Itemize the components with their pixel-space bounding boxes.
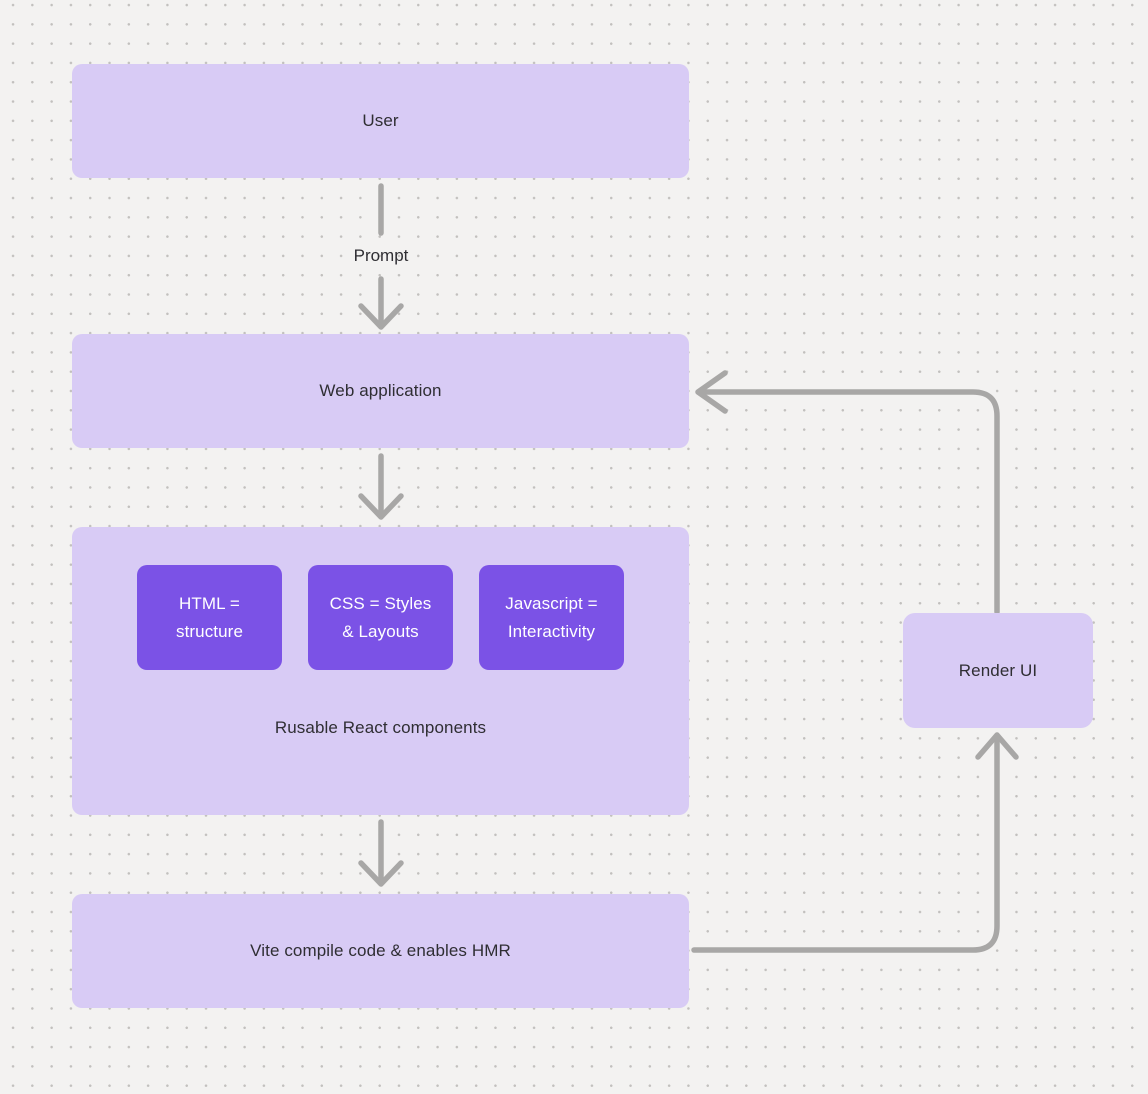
edge-segment <box>700 389 1000 615</box>
chip-css-line1: CSS = Styles <box>329 593 432 613</box>
chip-javascript[interactable]: Javascript = Interactivity <box>479 565 624 670</box>
node-render-ui-label: Render UI <box>958 660 1038 680</box>
node-components-group[interactable]: HTML = structure CSS = Styles & Layouts … <box>72 527 689 815</box>
node-vite-label: Vite compile code & enables HMR <box>250 941 511 960</box>
arrowhead-left-icon <box>695 370 728 414</box>
chip-css[interactable]: CSS = Styles & Layouts <box>308 565 453 670</box>
chip-css-line2: & Layouts <box>342 621 419 641</box>
node-user-label: User <box>362 111 399 130</box>
arrowhead-down-icon <box>358 493 404 520</box>
chip-javascript-line2: Interactivity <box>507 621 596 641</box>
node-web-application[interactable]: Web application <box>72 334 689 448</box>
chip-html-line2: structure <box>175 621 244 641</box>
chip-html-line1: HTML = <box>179 593 240 613</box>
node-user[interactable]: User <box>72 64 689 178</box>
edge-vite-to-renderui <box>691 732 1019 953</box>
edge-segment <box>691 735 1000 953</box>
edge-label-prompt: Prompt <box>353 246 409 265</box>
node-vite[interactable]: Vite compile code & enables HMR <box>72 894 689 1008</box>
node-render-ui[interactable]: Render UI <box>903 613 1093 728</box>
component-chips: HTML = structure CSS = Styles & Layouts … <box>137 565 624 670</box>
arrowhead-down-icon <box>358 860 404 887</box>
chip-javascript-line1: Javascript = <box>505 593 598 613</box>
edge-renderui-to-webapp <box>695 370 1000 615</box>
edge-webapp-to-components <box>358 453 404 520</box>
components-group-caption: Rusable React components <box>274 718 487 737</box>
arrowhead-down-icon <box>358 303 404 330</box>
node-web-application-label: Web application <box>319 381 442 400</box>
chip-html[interactable]: HTML = structure <box>137 565 282 670</box>
arrowhead-up-icon <box>975 732 1019 760</box>
edge-components-to-vite <box>358 819 404 887</box>
